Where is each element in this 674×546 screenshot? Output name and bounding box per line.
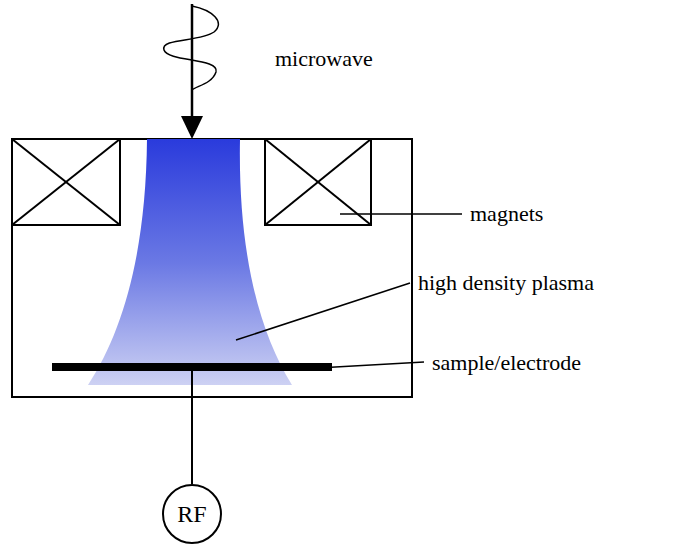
electrode-plate (52, 363, 332, 371)
microwave-arrow (191, 4, 194, 118)
electrode-stem (191, 371, 193, 484)
part-label: sample/electrode (432, 350, 581, 376)
node-text: RF (177, 500, 206, 528)
arrowhead (181, 116, 203, 139)
chamber-outline (12, 139, 412, 397)
magnet-boxes (12, 139, 371, 225)
part-label: magnets (470, 201, 543, 227)
part-label: microwave (275, 46, 373, 72)
part-label: high density plasma (418, 270, 594, 296)
rf-source-circle: RF (162, 484, 222, 544)
